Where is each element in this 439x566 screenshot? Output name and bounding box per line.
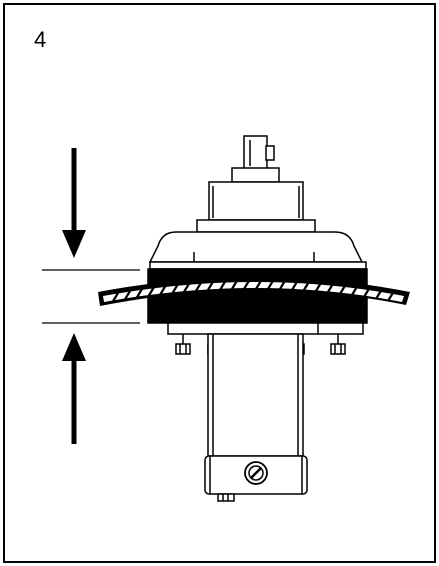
down-arrow-icon (62, 148, 86, 258)
step-number: 4 (34, 27, 47, 52)
hull-section-icon (98, 277, 410, 306)
sensor-body-icon (204, 333, 308, 502)
connector-icon (243, 135, 275, 171)
locking-screw-icon (244, 461, 268, 485)
dimension-lines (42, 269, 140, 324)
sensor-housing-icon (196, 167, 316, 233)
up-arrow-icon (62, 333, 86, 444)
washer-plate (167, 322, 364, 335)
